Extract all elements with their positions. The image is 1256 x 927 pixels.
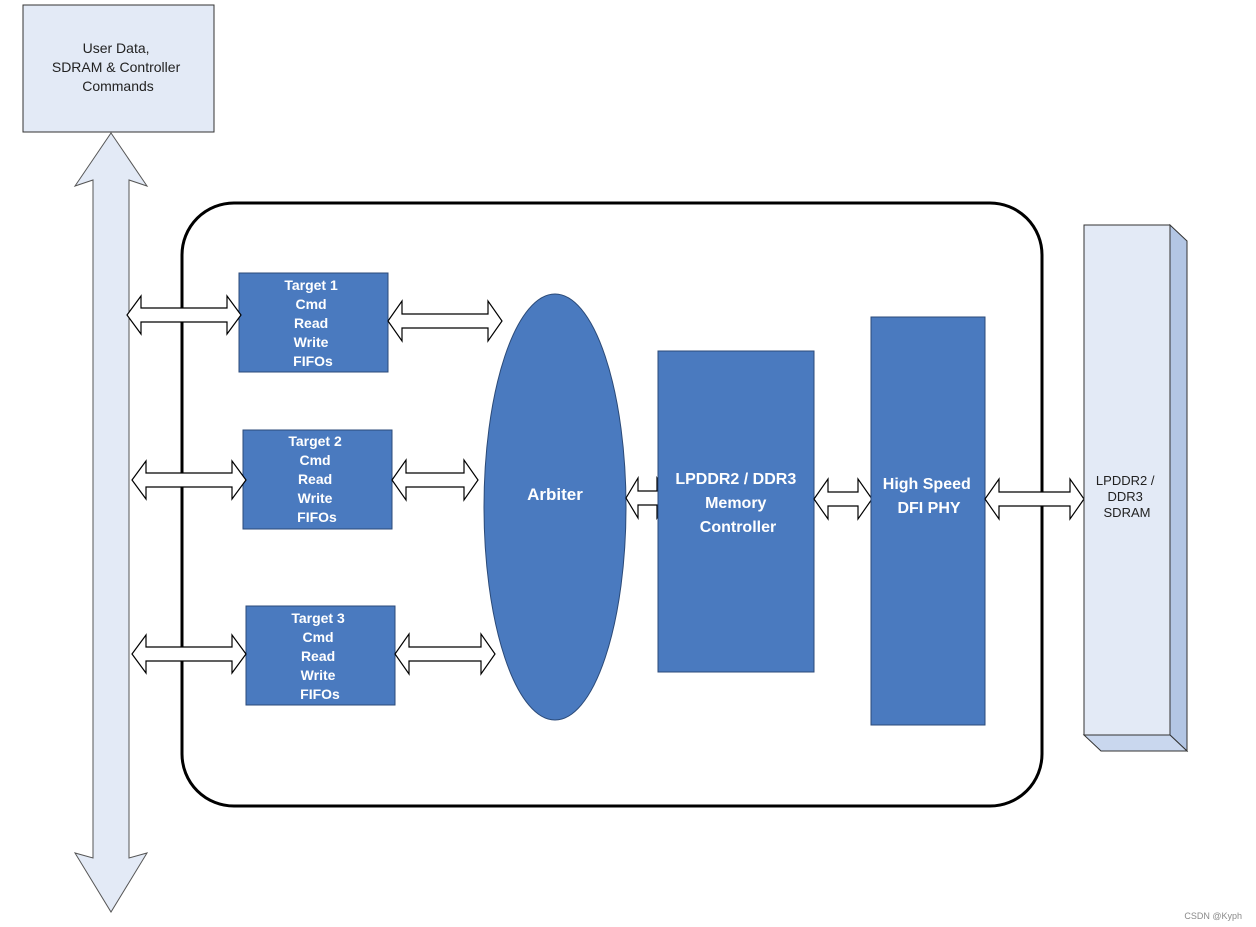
target-3-line-read: Read <box>301 648 335 664</box>
target-1-line-read: Read <box>294 315 328 331</box>
target-3-line-fifos: FIFOs <box>300 686 340 702</box>
svg-text:Target 3 Cmd Read: Target 3 Cmd Read Write FIFOs <box>291 610 348 702</box>
svg-text:LPDDR2 / DDR3 Memory: LPDDR2 / DDR3 Memory Controller <box>675 471 800 536</box>
svg-text:Target 1 Cmd Read: Target 1 Cmd Read Write FIFOs <box>284 277 341 369</box>
svg-text:LPDDR2 / DDR3 SDRA: LPDDR2 / DDR3 SDRAM <box>1096 473 1158 520</box>
user-data-line-1: User Data, <box>83 40 150 56</box>
target-3-line-write: Write <box>301 667 336 683</box>
svg-text:User Data, SDRAM & Contr: User Data, SDRAM & Controller Commands <box>52 40 184 94</box>
user-data-box: User Data, SDRAM & Controller Commands <box>22 4 215 133</box>
target-1-block: Target 1 Cmd Read Write FIFOs <box>238 272 389 373</box>
phy-sdram-arrow <box>984 477 1085 521</box>
phy-line-1: High Speed <box>883 476 971 493</box>
arbiter-block: Arbiter <box>483 293 627 721</box>
user-data-line-2: SDRAM & Controller <box>52 59 181 75</box>
target-2-line-fifos: FIFOs <box>297 509 337 525</box>
target-2-title: Target 2 <box>288 433 342 449</box>
system-bus-arrow <box>73 132 149 913</box>
target-3-line-cmd: Cmd <box>302 629 333 645</box>
target-2-line-read: Read <box>298 471 332 487</box>
controller-phy-arrow <box>813 477 873 521</box>
bus-target-3-arrow <box>131 633 247 675</box>
target-1-arbiter-arrow <box>387 299 503 343</box>
target-2-block: Target 2 Cmd Read Write FIFOs <box>242 429 393 530</box>
target-1-line-write: Write <box>294 334 329 350</box>
sdram-line-3: SDRAM <box>1104 505 1151 520</box>
sdram-block: LPDDR2 / DDR3 SDRAM <box>1082 223 1189 753</box>
target-3-title: Target 3 <box>291 610 345 626</box>
bus-target-1-arrow <box>126 294 242 336</box>
target-2-arbiter-arrow <box>391 458 479 502</box>
bus-target-2-arrow <box>131 459 247 501</box>
sdram-line-1: LPDDR2 / <box>1096 473 1155 488</box>
target-3-block: Target 3 Cmd Read Write FIFOs <box>245 605 396 706</box>
phy-line-2: DFI PHY <box>897 500 960 517</box>
watermark: CSDN @Kyph <box>1184 911 1242 921</box>
target-2-line-write: Write <box>298 490 333 506</box>
user-data-line-3: Commands <box>82 78 154 94</box>
sdram-line-2: DDR3 <box>1107 489 1142 504</box>
target-2-line-cmd: Cmd <box>299 452 330 468</box>
svg-text:High Speed DFI PHY: High Speed DFI PHY <box>883 476 975 517</box>
memory-controller-line-1: LPDDR2 / DDR3 <box>675 471 796 488</box>
target-3-arbiter-arrow <box>394 632 496 676</box>
memory-controller-line-3: Controller <box>700 519 776 536</box>
dfi-phy-block: High Speed DFI PHY <box>870 316 986 726</box>
memory-controller-line-2: Memory <box>705 495 766 512</box>
memory-controller-block: LPDDR2 / DDR3 Memory Controller <box>657 350 815 673</box>
target-1-line-cmd: Cmd <box>295 296 326 312</box>
target-1-title: Target 1 <box>284 277 338 293</box>
target-1-line-fifos: FIFOs <box>293 353 333 369</box>
svg-text:Target 2 Cmd Read: Target 2 Cmd Read Write FIFOs <box>288 433 345 525</box>
arbiter-label: Arbiter <box>527 485 583 504</box>
